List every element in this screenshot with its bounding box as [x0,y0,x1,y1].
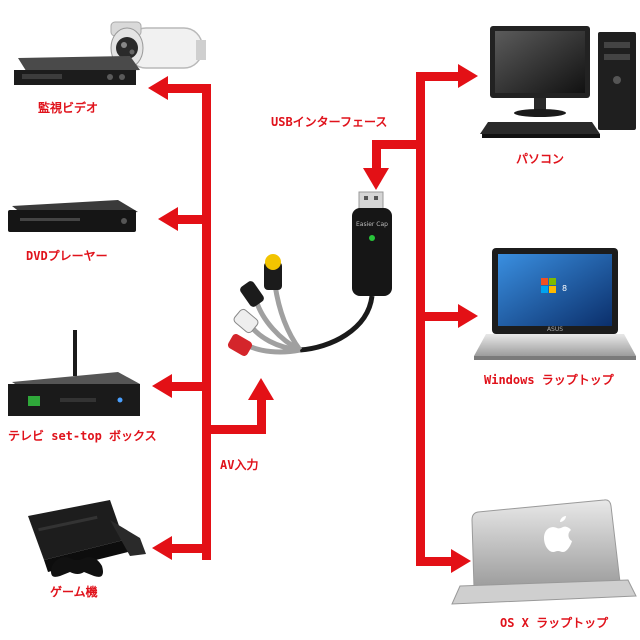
label-mac-laptop: OS X ラップトップ [500,616,609,630]
laptop-brand-text: ASUS [547,326,563,333]
dvr-recorder-icon [14,56,140,85]
label-cctv: 監視ビデオ [38,101,99,115]
macbook-laptop-icon [451,499,637,605]
label-settop-box: テレビ set-top ボックス [8,429,157,443]
right-output-bus [363,64,478,573]
game-console-icon [28,500,146,577]
label-av-input: AV入力 [220,458,259,472]
windows-laptop-icon [474,248,636,360]
label-dvd-player: DVDプレーヤー [26,249,108,263]
cctv-camera-icon [110,21,206,69]
usb-capture-adapter-icon [227,191,392,356]
label-game-console: ゲーム機 [50,585,98,599]
label-usb-interface: USBインターフェース [271,115,388,129]
adapter-brand-text: Easier Cap [356,221,388,228]
settop-box-icon [8,330,140,416]
desktop-pc-icon [480,26,636,138]
dvd-player-icon [8,200,138,232]
windows-version-text: 8 [562,284,567,293]
left-input-bus [148,76,274,560]
label-windows-laptop: Windows ラップトップ [484,373,614,387]
label-pc: パソコン [516,152,565,166]
